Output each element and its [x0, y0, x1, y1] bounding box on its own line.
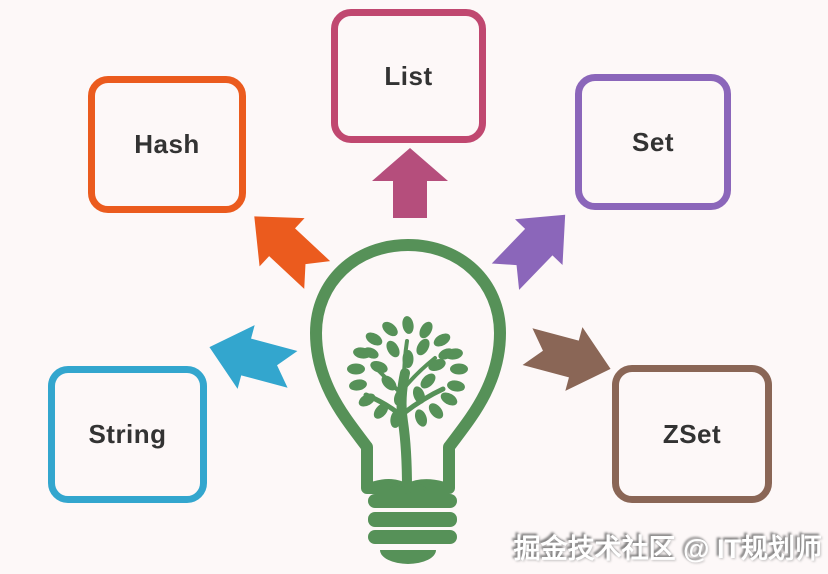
node-zset-label: ZSet [662, 418, 722, 449]
node-set-label: Set [632, 126, 674, 157]
arrow-to-list-icon [372, 148, 448, 218]
arrow-to-string-icon [209, 325, 298, 389]
node-hash: Hash [88, 76, 246, 213]
bulb-outline [310, 239, 506, 494]
tree-icon [347, 316, 468, 494]
node-string: String [48, 366, 207, 503]
arrow-to-zset-icon [522, 327, 611, 391]
node-list-label: List [384, 60, 433, 91]
arrow-to-set-icon [491, 214, 566, 290]
watermark: 掘金技术社区 @ IT规划师 [513, 534, 822, 564]
lightbulb-tree-icon [310, 239, 506, 564]
node-list: List [331, 9, 486, 143]
node-zset: ZSet [612, 365, 772, 503]
arrow-to-hash-icon [254, 216, 331, 289]
node-set: Set [575, 74, 731, 210]
node-string-label: String [88, 419, 167, 449]
node-hash-label: Hash [134, 129, 200, 159]
